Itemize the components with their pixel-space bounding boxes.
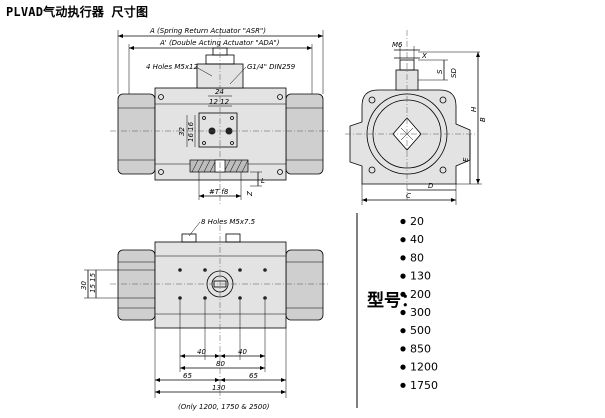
dim-30: 30 xyxy=(80,281,88,290)
dim-l: L xyxy=(261,177,265,185)
dim-80: 80 xyxy=(216,360,225,368)
model-bullet xyxy=(400,346,406,352)
port-label: G1/4" DIN259 xyxy=(247,63,296,71)
dim-130: 130 xyxy=(212,384,226,392)
dim-ada-label: A' (Double Acting Actuator "ADA") xyxy=(159,39,280,47)
model-bullet xyxy=(400,237,406,243)
dim-z: Z xyxy=(246,191,254,197)
dim-24: 24 xyxy=(215,88,224,96)
actuator-body-bottom xyxy=(154,241,287,329)
left-end-cap xyxy=(117,93,156,175)
dim-32: 32 xyxy=(178,127,186,136)
dim-40b: 40 xyxy=(238,348,247,356)
dim-x: X xyxy=(421,52,427,60)
top-holes-label: 4 Holes M5x12 xyxy=(146,63,198,71)
model-bullet xyxy=(400,291,406,297)
bottom-right-cap xyxy=(285,249,324,321)
dim-m6: M6 xyxy=(392,41,403,49)
model-bullet xyxy=(400,218,406,225)
top-view: A (Spring Return Actuator "ASR") A' (Dou… xyxy=(110,27,330,205)
model-bullet xyxy=(400,364,406,370)
dim-s: S xyxy=(436,69,444,74)
dim-15-15: 15 15 xyxy=(89,272,97,293)
model-item: 850 xyxy=(410,342,431,355)
model-item: 300 xyxy=(410,306,431,319)
model-bullet xyxy=(400,328,406,334)
page-title: PLVAD气动执行器 尺寸图 xyxy=(6,5,149,19)
model-item: 1200 xyxy=(410,361,438,374)
drive-shaft-section xyxy=(189,159,249,173)
dim-40a: 40 xyxy=(197,348,206,356)
model-bullet xyxy=(400,273,406,279)
dim-e: E xyxy=(462,157,470,162)
bottom-left-cap xyxy=(117,249,156,321)
dim-asr-label: A (Spring Return Actuator "ASR") xyxy=(149,27,266,35)
model-item: 500 xyxy=(410,324,431,337)
dim-c: C xyxy=(406,192,411,200)
model-item: 200 xyxy=(410,288,431,301)
right-end-cap xyxy=(285,93,324,175)
dim-t: #T f8 xyxy=(209,188,229,196)
dim-12-12: 12 12 xyxy=(209,98,230,106)
model-item: 80 xyxy=(410,251,424,264)
model-bullet xyxy=(400,382,406,388)
dim-65a: 65 xyxy=(183,372,192,380)
model-item: 130 xyxy=(410,270,431,283)
model-item: 1750 xyxy=(410,379,438,392)
dim-16-16: 16 16 xyxy=(187,121,195,142)
bottom-holes-label: 8 Holes M5x7.5 xyxy=(201,218,256,226)
model-item: 40 xyxy=(410,233,424,246)
dim-h: H xyxy=(470,106,478,112)
dim-b: B xyxy=(479,117,487,122)
model-bullet xyxy=(400,255,406,261)
dim-sd: SD xyxy=(450,68,458,78)
side-view: M6 X S SD H B E D C xyxy=(345,30,487,205)
bottom-note: (Only 1200, 1750 & 2500) xyxy=(178,403,270,411)
model-bullet xyxy=(400,309,406,316)
dim-d: D xyxy=(428,182,434,190)
model-item: 20 xyxy=(410,215,424,228)
dim-65b: 65 xyxy=(249,372,258,380)
bottom-view: 8 Holes M5x7.5 30 15 15 40 40 80 65 65 1… xyxy=(80,218,330,411)
